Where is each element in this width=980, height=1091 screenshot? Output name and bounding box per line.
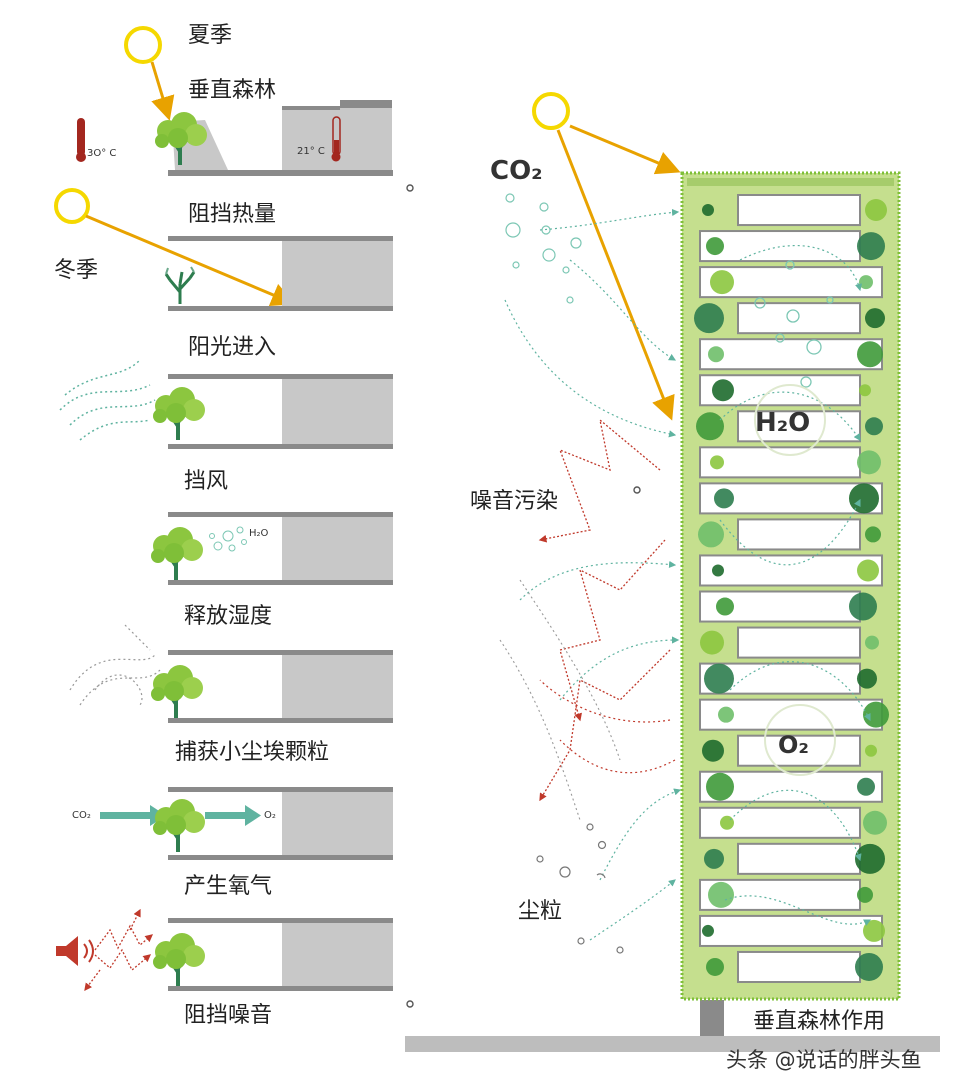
building-plant (696, 412, 724, 441)
building-plant (849, 592, 877, 621)
building-plant (704, 848, 724, 869)
watermark: 头条 @说话的胖头鱼 (726, 1048, 922, 1072)
building-plant (718, 706, 734, 723)
building-plant (855, 843, 885, 874)
water-bubble (800, 376, 812, 388)
water-bubble (786, 309, 800, 323)
panel-winter (54, 188, 393, 311)
building-plant (698, 521, 724, 548)
building-floor (699, 230, 861, 263)
building-plant (702, 739, 724, 762)
panel-oxygen (100, 787, 393, 860)
produce-oxygen-label: 产生氧气 (184, 874, 273, 899)
block-heat-label: 阻挡热量 (188, 202, 277, 227)
water-bubble (826, 296, 834, 304)
building-floor (737, 734, 861, 767)
air-flow-line (729, 789, 862, 862)
air-flow-line (719, 498, 861, 566)
summer-title: 夏季 (188, 23, 233, 48)
sunlight-enter-label: 阳光进入 (188, 335, 277, 360)
building-plant (859, 384, 871, 397)
building-plant (706, 957, 724, 976)
building-plant (694, 303, 724, 334)
building-plant (857, 341, 883, 368)
air-flow-line (739, 245, 863, 292)
building-plant (857, 559, 879, 582)
building-plant (720, 815, 734, 830)
panel-summer (76, 26, 393, 176)
block-wind-label: 挡风 (184, 469, 229, 494)
building-floor (737, 950, 861, 983)
building-plant (865, 635, 879, 650)
building-plant (710, 270, 734, 295)
building-plant (865, 526, 881, 543)
water-bubble (754, 297, 766, 309)
building-plant (706, 772, 734, 801)
building-plant (865, 199, 887, 222)
building-floor (737, 194, 861, 227)
panel-noise (56, 908, 393, 992)
water-bubble (785, 260, 795, 270)
panel-wind (59, 359, 393, 449)
co2-small-label: CO₂ (72, 810, 91, 821)
panel-humidity (149, 512, 393, 585)
building-plant (865, 417, 883, 436)
winter-title: 冬季 (54, 258, 99, 283)
vertical-forest-label: 垂直森林 (188, 78, 277, 103)
noise-pollution-label: 噪音污染 (470, 489, 559, 514)
building-plant (849, 483, 879, 514)
building-floor (737, 842, 861, 875)
building-floor (699, 338, 883, 371)
temp-cool-label: 21° C (297, 146, 325, 157)
capture-dust-label: 捕获小尘埃颗粒 (175, 740, 330, 765)
o2-label: O₂ (778, 731, 809, 759)
water-bubble (775, 333, 785, 343)
building-plant (706, 237, 724, 256)
panel-dust (69, 624, 393, 723)
building-plant (863, 810, 887, 835)
co2-label: CO₂ (490, 156, 543, 186)
building-plant (714, 488, 734, 509)
building-floor (737, 626, 861, 659)
building-plant (716, 597, 734, 616)
building-plant (700, 630, 724, 655)
air-flow-line (724, 895, 872, 926)
water-bubble (806, 339, 822, 355)
h2o-small-label: H₂O (249, 528, 269, 539)
vertical-forest-effect-title: 垂直森林作用 (753, 1009, 886, 1034)
building-plant (865, 308, 885, 329)
building-plant (702, 204, 714, 217)
building-plant (859, 275, 873, 290)
building-plant (704, 663, 734, 694)
building-plant (857, 450, 881, 475)
temp-hot-label: 3O° C (87, 148, 117, 159)
building-plant (857, 886, 873, 903)
building-floor (699, 554, 883, 587)
building-plant (855, 952, 883, 981)
building-plant (857, 668, 877, 689)
building-plant (863, 701, 889, 728)
building-floor (699, 446, 861, 479)
block-noise-label: 阻挡噪音 (184, 1003, 273, 1028)
air-flow-line (719, 391, 861, 441)
building-plant (712, 564, 724, 577)
o2-small-label: O₂ (264, 810, 276, 821)
building-plant (865, 744, 877, 757)
release-humidity-label: 释放湿度 (184, 604, 273, 629)
building-plant (708, 346, 724, 363)
building-plant (708, 881, 734, 908)
building-plant (710, 455, 724, 470)
air-flow-line (729, 661, 871, 722)
building-plant (712, 379, 734, 402)
h2o-label: H₂O (755, 408, 811, 438)
building-floor (737, 518, 861, 551)
dust-label: 尘粒 (518, 899, 563, 924)
building-plant (857, 232, 885, 261)
building-plant (702, 924, 714, 937)
right-building (405, 92, 940, 1052)
building-plant (863, 919, 885, 942)
building-floor (699, 914, 883, 947)
building-plant (857, 777, 875, 796)
